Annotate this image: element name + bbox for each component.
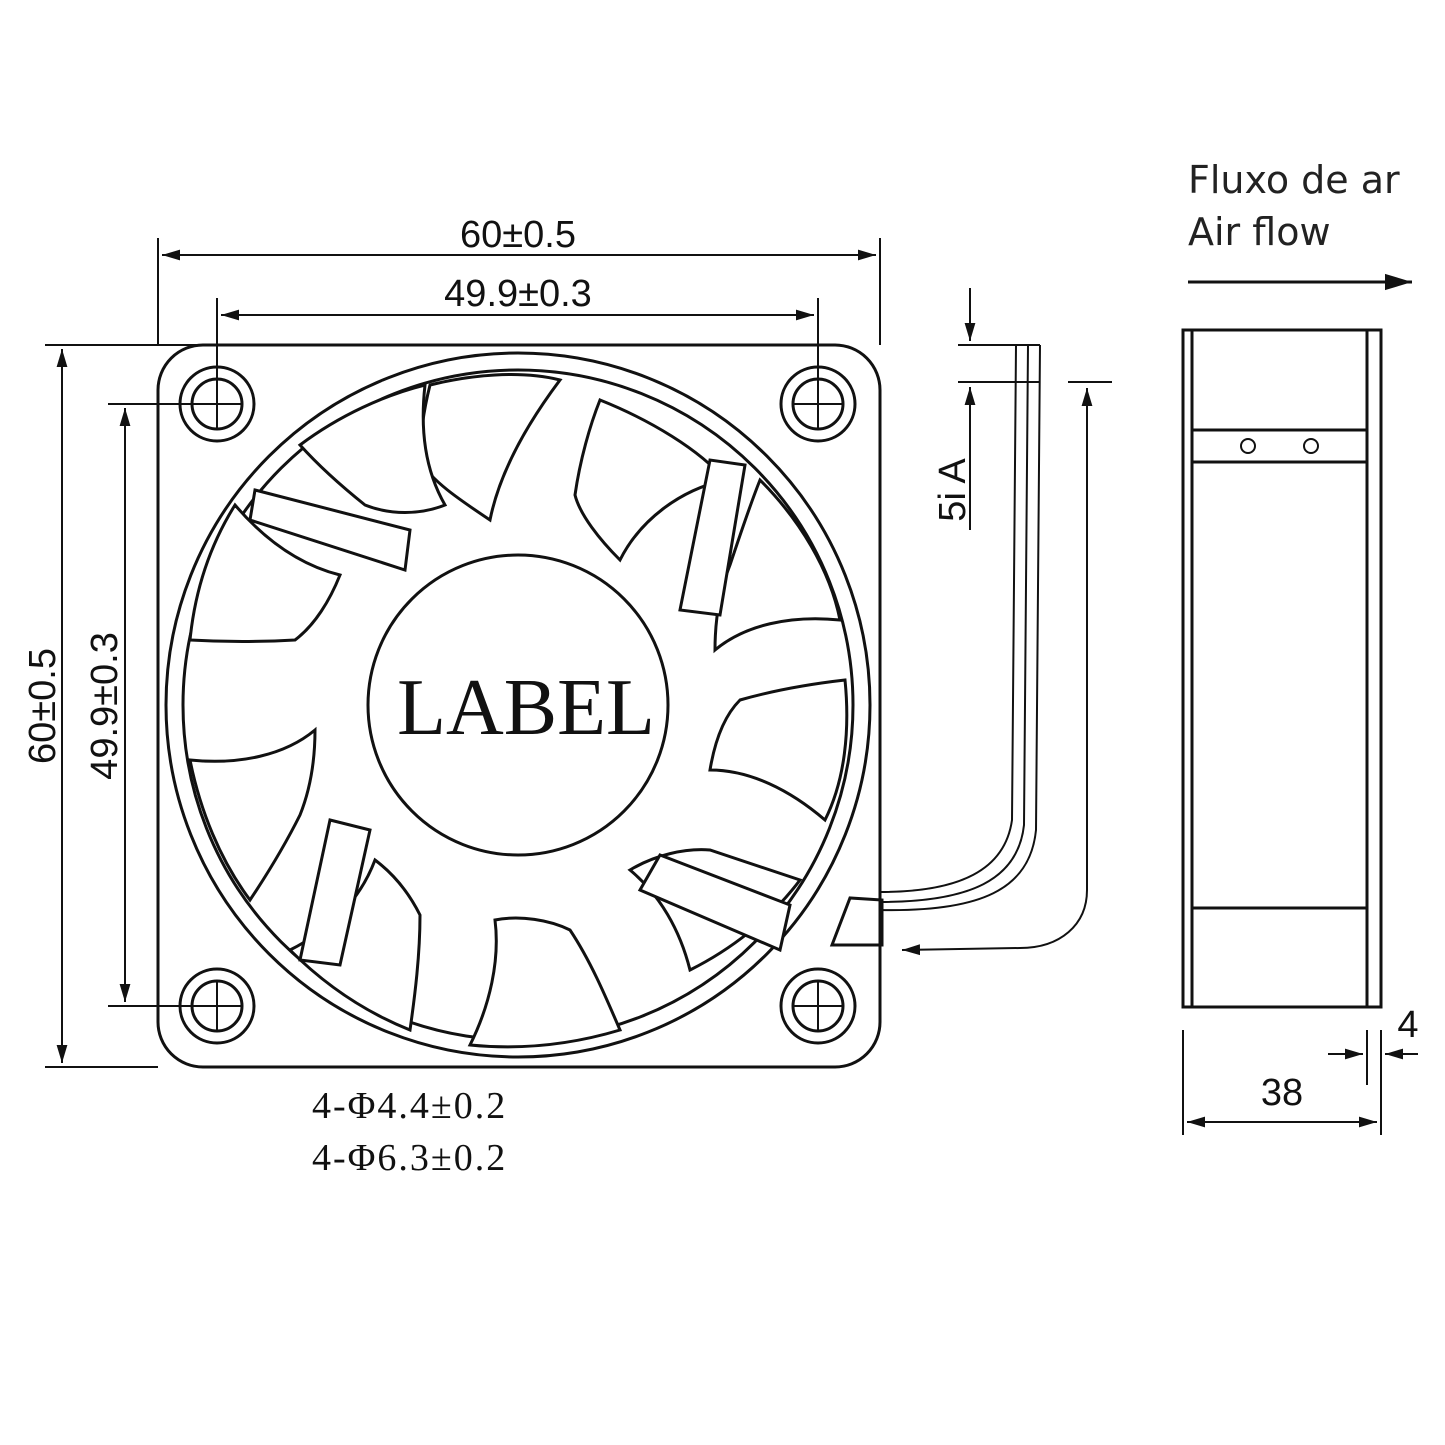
side-view bbox=[1181, 328, 1383, 1009]
dimension-flange: 4 bbox=[1328, 1004, 1419, 1085]
mounting-hole-notes: 4-Φ4.4±0.2 4-Φ6.3±0.2 bbox=[312, 1085, 507, 1179]
hole-note-2: 4-Φ6.3±0.2 bbox=[312, 1137, 507, 1179]
dimension-height: 60±0.5 bbox=[22, 344, 700, 1068]
fan-blades bbox=[188, 373, 849, 1049]
airflow-indicator: Fluxo de ar Air flow bbox=[1188, 158, 1412, 291]
support-struts bbox=[248, 458, 792, 967]
dimension-depth: 38 bbox=[1182, 1030, 1382, 1135]
lead-length-label: 5i A bbox=[932, 458, 974, 522]
flange-label: 4 bbox=[1397, 1004, 1418, 1046]
dimension-hole-spacing-vertical: 49.9±0.3 bbox=[84, 403, 217, 1007]
lead-dimension: 5i A bbox=[901, 288, 1112, 956]
dimension-width: 60±0.5 bbox=[157, 214, 881, 345]
hole-spacing-horizontal-label: 49.9±0.3 bbox=[444, 273, 592, 315]
dimension-hole-spacing-horizontal: 49.9±0.3 bbox=[216, 273, 819, 404]
lead-wires bbox=[879, 344, 1041, 912]
mounting-hole-bottom-right bbox=[779, 967, 857, 1045]
height-overall-label: 60±0.5 bbox=[22, 648, 64, 764]
hub-label: LABEL bbox=[397, 664, 655, 752]
hole-note-1: 4-Φ4.4±0.2 bbox=[312, 1085, 507, 1127]
hole-spacing-vertical-label: 49.9±0.3 bbox=[84, 632, 126, 780]
cable-exit bbox=[829, 896, 884, 947]
hub: LABEL bbox=[366, 553, 670, 857]
airflow-label-en: Air flow bbox=[1188, 210, 1331, 254]
airflow-label-pt: Fluxo de ar bbox=[1188, 158, 1400, 202]
depth-label: 38 bbox=[1261, 1072, 1303, 1114]
width-overall-label: 60±0.5 bbox=[460, 214, 576, 256]
